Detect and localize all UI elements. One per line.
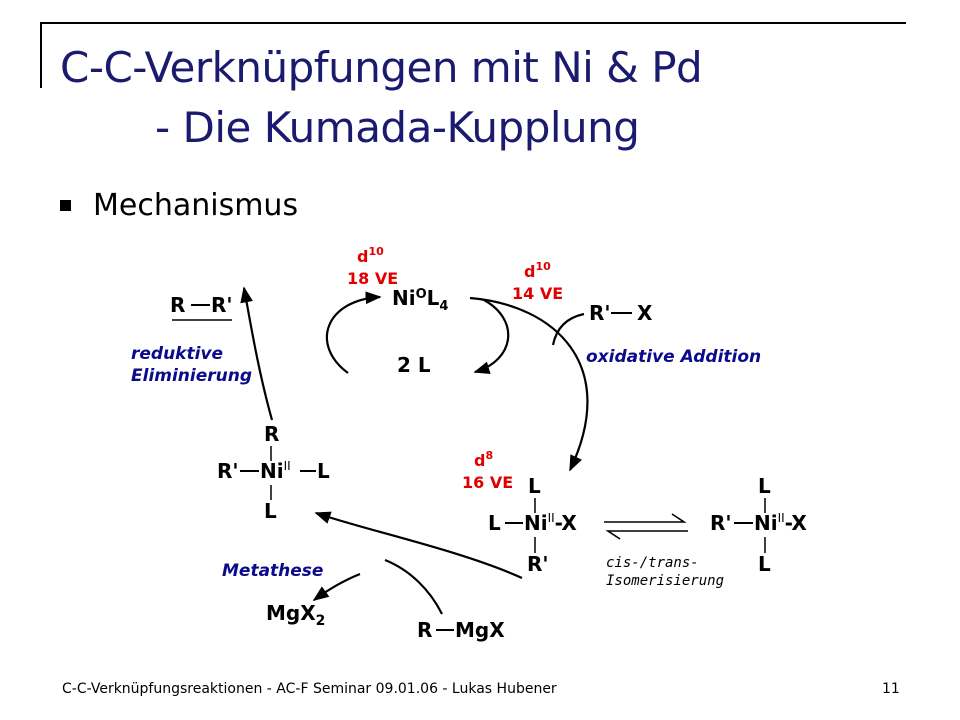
released-ligand: 2 L [397, 353, 431, 377]
unsat-d-label: d10 [524, 260, 551, 281]
reactant-rx: R' X [589, 301, 653, 325]
ni2-ve-label: 16 VE [462, 473, 513, 492]
label-reductive-1: reduktive [131, 344, 223, 364]
cycle-arrows [240, 286, 589, 615]
rr-bottom-ligand: L [264, 499, 277, 523]
ni2-diorgano-complex: R R' NiII L L [217, 422, 330, 523]
trans-bottom-ligand: L [758, 552, 771, 576]
unsat-ve-label: 14 VE [512, 284, 563, 303]
ni2-left-ligand: L [488, 511, 501, 535]
product-r-prime: R' [211, 293, 233, 317]
label-oxidative-addition: oxidative Addition [586, 347, 761, 367]
ni2-d-label: d8 [474, 449, 493, 470]
arrow-rx-feed [551, 312, 585, 346]
grignard-reagent: R MgX [417, 618, 505, 642]
title-frame-top [40, 22, 906, 24]
rr-left-ligand: R' [217, 459, 239, 483]
grignard-mgx: MgX [455, 618, 505, 642]
ni2-bottom-ligand: R' [527, 552, 549, 576]
ni2-top-ligand: L [528, 474, 541, 498]
label-reductive-2: Eliminierung [131, 366, 252, 386]
product-rr: R R' [170, 293, 233, 321]
square-bullet-icon [60, 200, 71, 211]
arrow-ligand-reentry [325, 291, 382, 374]
bullet-text: Mechanismus [93, 188, 299, 223]
footer-text: C-C-Verknüpfungsreaktionen - AC-F Semina… [62, 681, 557, 697]
label-isomerisation-1: cis-/trans- [606, 555, 699, 571]
title-line-1: C-C-Verknüpfungen mit Ni & Pd [60, 43, 703, 92]
catalyst-ve-label: 18 VE [347, 269, 398, 288]
arrow-reductive-arc [240, 286, 274, 421]
arrow-oxidative-arc [469, 296, 589, 472]
trans-left-ligand: R' [710, 511, 732, 535]
rr-metal: NiII [260, 459, 291, 483]
arrow-grignard-feed [384, 558, 443, 615]
rr-right-ligand: L [317, 459, 330, 483]
isomerisation-equilibrium-arrows [604, 513, 688, 540]
unsaturated-ni0: d10 14 VE [512, 260, 563, 303]
title-line-2: - Die Kumada-Kupplung [155, 103, 640, 152]
trans-top-ligand: L [758, 474, 771, 498]
page-number: 11 [882, 681, 900, 697]
ni2-oxidative-complex: d8 16 VE L L NiII-X R' [462, 449, 577, 576]
arrow-ligand-loss [473, 299, 510, 374]
title-frame-left [40, 22, 42, 88]
catalyst-ni0: d10 18 VE NiOL4 [347, 245, 448, 314]
reactant-x: X [637, 301, 653, 325]
ni2-metal: NiII-X [524, 511, 577, 535]
ni2-trans-complex: L R' NiII-X L [710, 474, 807, 576]
grignard-r: R [417, 618, 432, 642]
label-isomerisation-2: Isomerisierung [606, 573, 724, 589]
arrow-mgx2-out [312, 572, 361, 601]
catalyst-formula: NiOL4 [392, 286, 448, 314]
arrow-metathesis-arc [314, 511, 523, 580]
rr-top-ligand: R [264, 422, 279, 446]
catalyst-d-label: d10 [357, 245, 384, 266]
mgx2-byproduct: MgX2 [266, 601, 325, 629]
slide-title: C-C-Verknüpfungen mit Ni & Pd - Die Kuma… [60, 38, 703, 158]
bullet-item: Mechanismus [60, 188, 298, 223]
reactant-r-prime: R' [589, 301, 611, 325]
label-metathesis: Metathese [222, 561, 323, 581]
trans-metal: NiII-X [754, 511, 807, 535]
product-r: R [170, 293, 185, 317]
